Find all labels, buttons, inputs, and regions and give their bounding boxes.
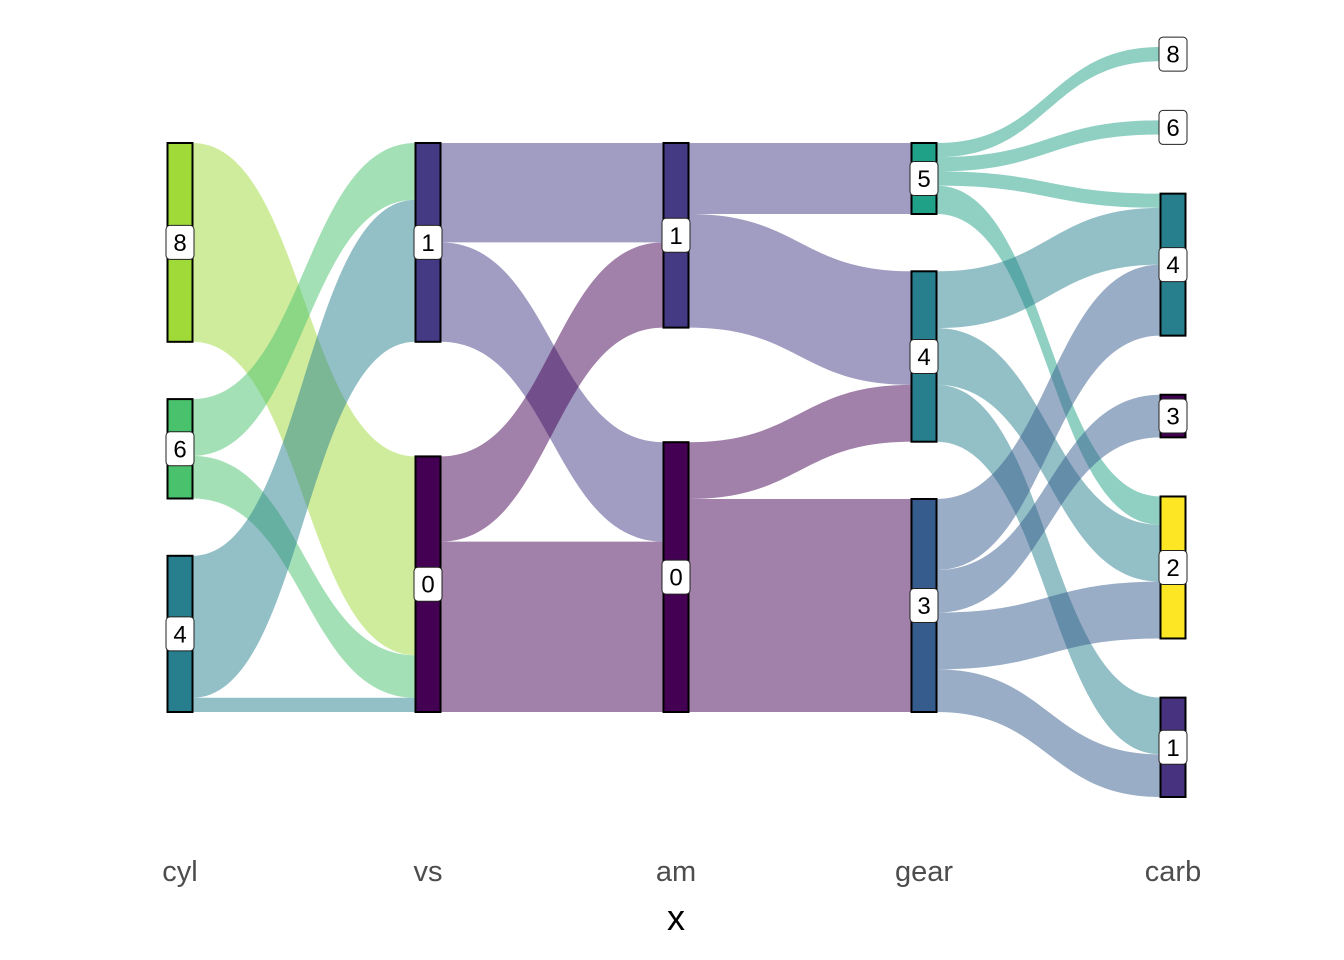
node-label-box-gear-4 [909, 339, 939, 374]
flow-gear-5-to-carb-8 [936, 47, 1161, 158]
node-label-box-carb-6 [1158, 109, 1188, 145]
node-label-gear-3: 3 [917, 593, 930, 620]
node-label-cyl-4: 4 [173, 621, 186, 648]
node-label-carb-6: 6 [1166, 115, 1179, 142]
flow-cyl-6-to-vs-0 [192, 455, 416, 698]
flow-vs-0-to-am-1 [440, 242, 664, 542]
x-tick-am: am [656, 856, 696, 888]
flow-gear-4-to-carb-1 [936, 384, 1161, 755]
flow-gear-3-to-carb-4 [936, 264, 1161, 570]
node-label-box-am-0 [661, 559, 691, 595]
node-label-am-0: 0 [669, 565, 682, 592]
node-label-carb-8: 8 [1166, 42, 1179, 69]
flow-gear-3-to-carb-1 [936, 669, 1161, 797]
node-label-box-gear-3 [909, 588, 939, 623]
x-tick-cyl: cyl [162, 856, 197, 888]
node-label-box-carb-1 [1158, 729, 1188, 765]
flow-gear-4-to-carb-2 [936, 328, 1161, 582]
flow-ribbons [192, 47, 1161, 797]
flow-am-1-to-gear-5 [688, 143, 912, 214]
node-label-box-carb-8 [1158, 36, 1188, 72]
node-label-vs-0: 0 [421, 572, 434, 599]
node-label-carb-2: 2 [1166, 555, 1179, 582]
flow-gear-5-to-carb-6 [936, 120, 1161, 172]
flow-gear-5-to-carb-4 [936, 171, 1161, 208]
node-label-box-carb-4 [1158, 247, 1188, 283]
node-label-box-am-1 [661, 217, 691, 253]
x-axis-ticks: cyl vs am gear carb [162, 856, 1201, 888]
flow-gear-5-to-carb-2 [936, 185, 1161, 525]
node-label-box-cyl-6 [165, 431, 195, 467]
node-label-carb-1: 1 [1166, 735, 1179, 762]
node-label-am-1: 1 [669, 223, 682, 250]
node-label-box-cyl-4 [165, 616, 195, 652]
node-label-carb-4: 4 [1166, 252, 1179, 279]
flow-gear-3-to-carb-2 [936, 581, 1161, 670]
node-label-vs-1: 1 [421, 230, 434, 257]
flow-am-0-to-gear-3 [688, 499, 912, 712]
node-label-carb-3: 3 [1166, 404, 1179, 431]
node-label-gear-4: 4 [917, 344, 930, 371]
node-label-box-cyl-8 [165, 224, 195, 260]
flow-cyl-4-to-vs-0 [192, 697, 416, 712]
flow-am-0-to-gear-4 [688, 384, 912, 499]
flow-vs-0-to-am-0 [440, 541, 664, 712]
node-label-box-gear-5 [909, 161, 939, 196]
node-label-box-vs-1 [413, 224, 443, 260]
flow-vs-1-to-am-1 [440, 143, 664, 243]
node-label-box-carb-2 [1158, 549, 1188, 585]
node-label-cyl-8: 8 [173, 230, 186, 257]
x-axis-title: x [667, 897, 685, 938]
flow-am-1-to-gear-4 [688, 214, 912, 385]
x-tick-vs: vs [414, 856, 443, 888]
x-tick-gear: gear [895, 856, 953, 888]
node-label-cyl-6: 6 [173, 436, 186, 463]
node-label-box-carb-3 [1158, 398, 1188, 434]
node-labels: 8 6 4 1 0 1 0 5 4 3 8 6 4 3 2 1 [165, 36, 1188, 765]
flow-cyl-4-to-vs-1 [192, 199, 416, 698]
flow-gear-4-to-carb-4 [936, 207, 1161, 329]
flow-cyl-6-to-vs-1 [192, 143, 416, 456]
flow-gear-3-to-carb-3 [936, 394, 1161, 613]
x-tick-carb: carb [1145, 856, 1201, 888]
node-label-gear-5: 5 [917, 166, 930, 193]
node-label-box-vs-0 [413, 566, 443, 602]
